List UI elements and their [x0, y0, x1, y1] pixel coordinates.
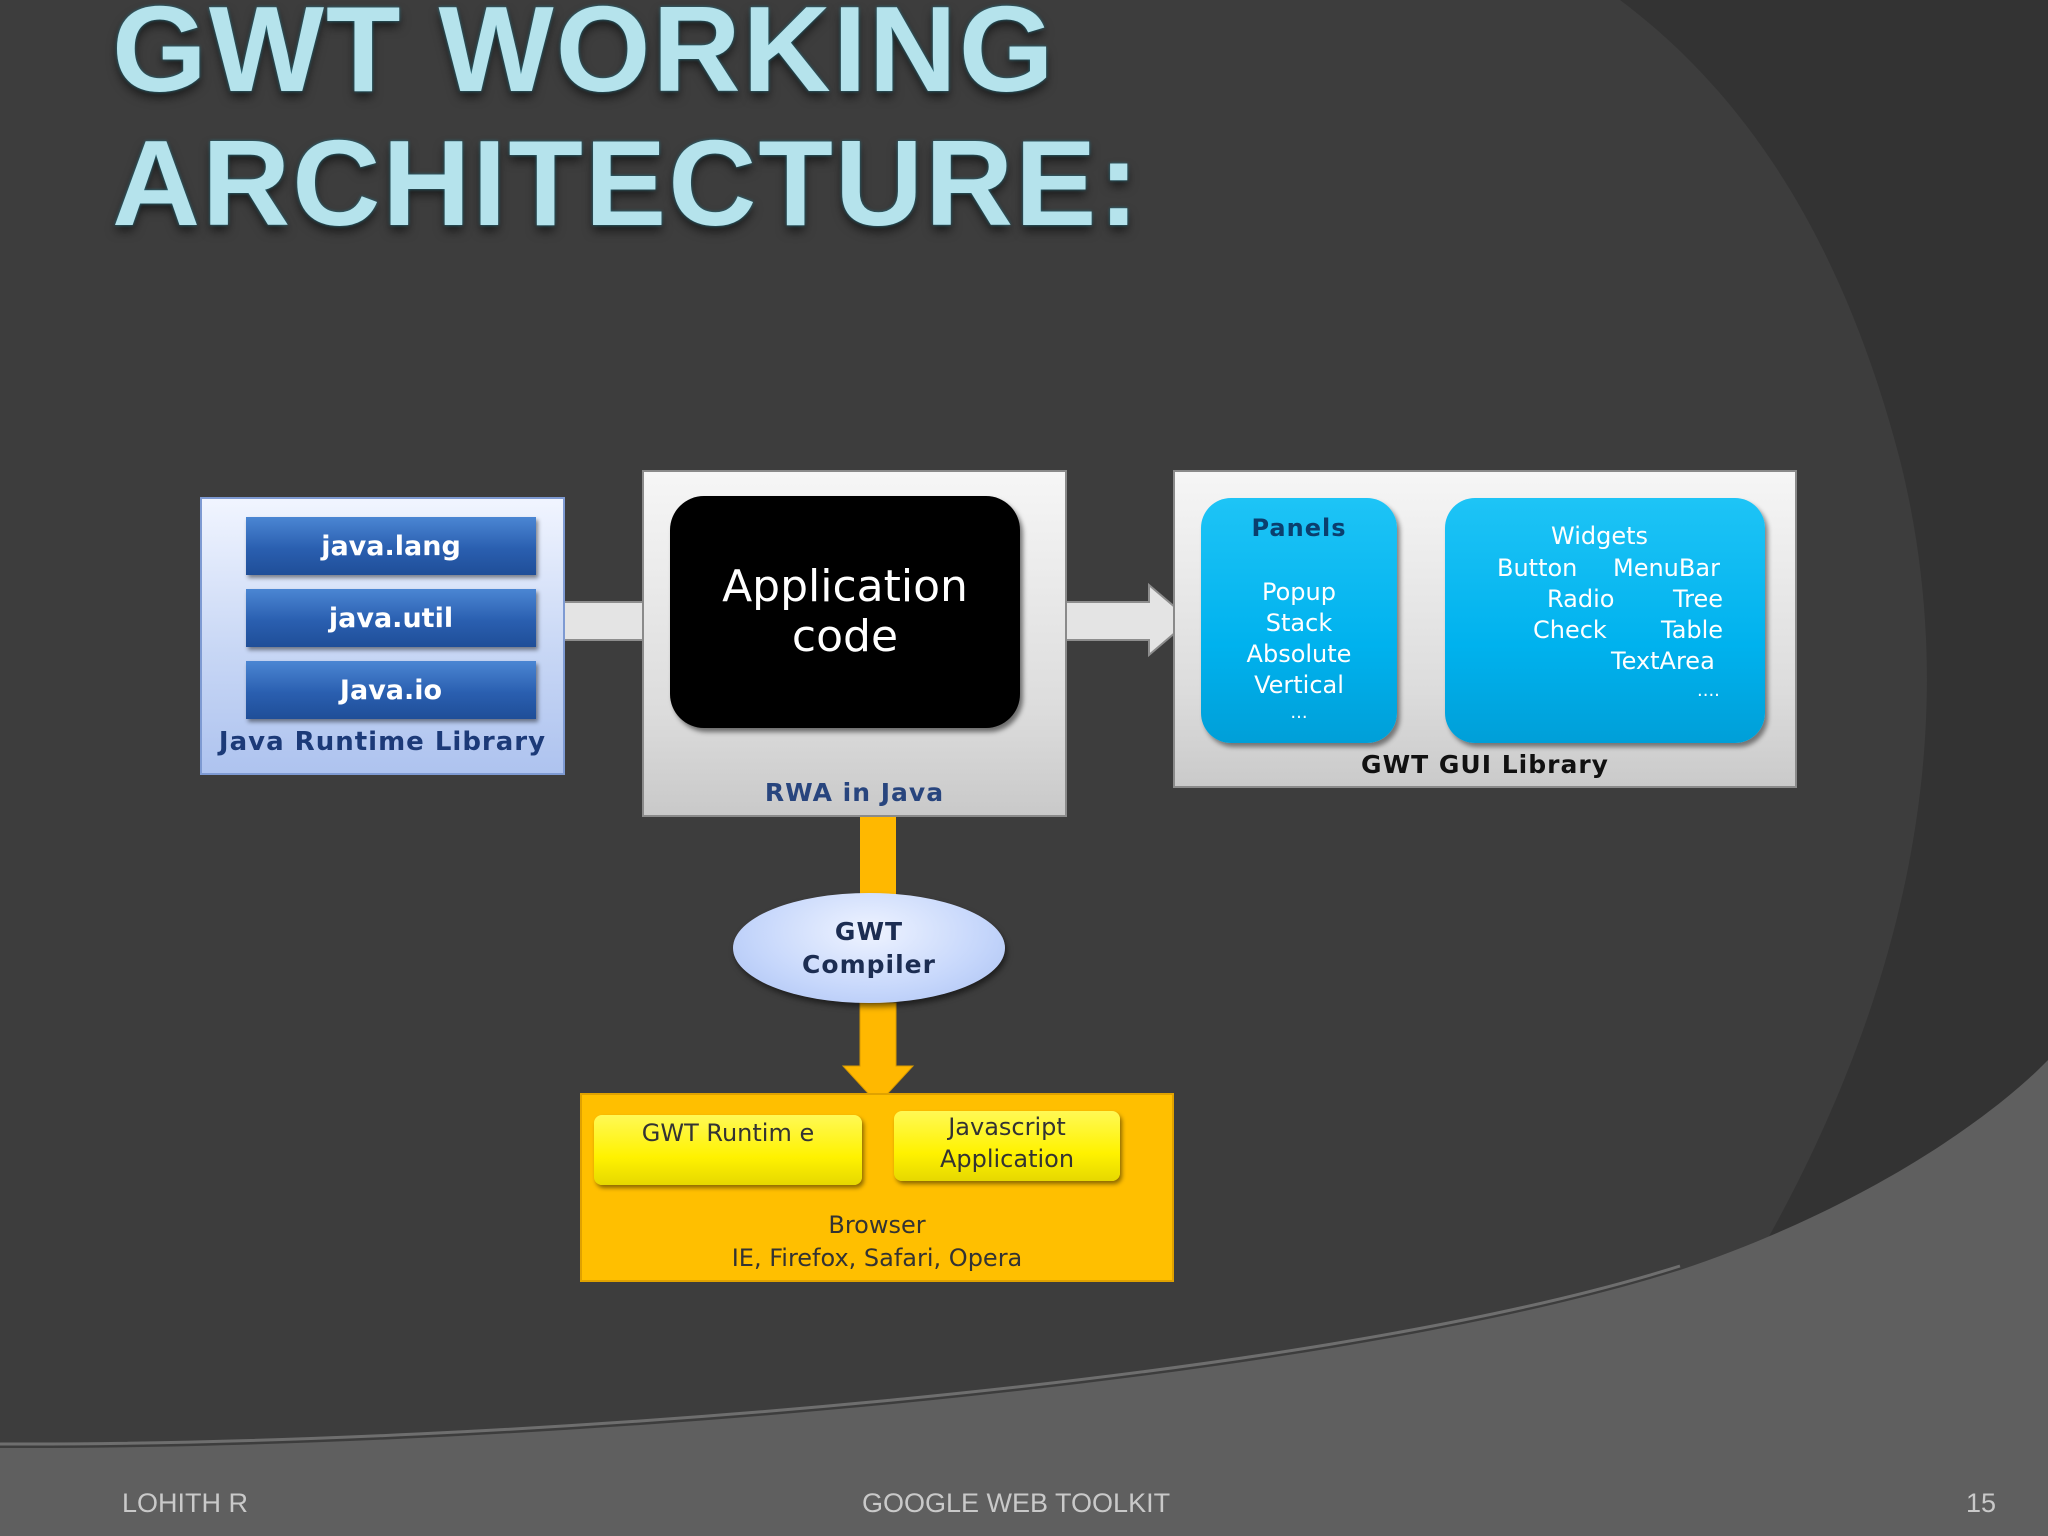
widget-item: Tree	[1673, 585, 1724, 613]
widget-item: Button	[1497, 554, 1578, 582]
package-java-util: java.util	[246, 589, 536, 647]
package-java-io: Java.io	[246, 661, 536, 719]
panel-item: Absolute	[1246, 640, 1352, 668]
slide-title: GWT WORKING ARCHITECTURE:	[112, 0, 1142, 251]
gwt-compiler: GWT Compiler	[733, 893, 1005, 1003]
panel-item: Stack	[1265, 609, 1333, 637]
java-runtime-caption: Java Runtime Library	[218, 727, 547, 757]
panel-item: Vertical	[1254, 671, 1344, 699]
page-number: 15	[1966, 1488, 1997, 1518]
panel-item: Popup	[1262, 578, 1336, 606]
widget-item: TextArea	[1611, 647, 1715, 675]
package-java-lang: java.lang	[246, 517, 536, 575]
widget-item: Check	[1533, 616, 1607, 644]
wave-highlight	[0, 1264, 1681, 1446]
application-code: Application code	[670, 496, 1020, 728]
widgets-box: Widgets Button MenuBar Radio Tree Check …	[1445, 498, 1765, 743]
panel-item: ...	[1290, 702, 1308, 723]
panels-heading: Panels	[1251, 514, 1347, 542]
widget-item: Radio	[1547, 585, 1615, 613]
browser-caption: Browser IE, Firefox, Safari, Opera	[731, 1211, 1023, 1272]
footer-title: GOOGLE WEB TOOLKIT	[862, 1488, 1171, 1518]
arrow-to-compiler	[860, 817, 896, 897]
rwa-caption: RWA in Java	[764, 778, 945, 807]
javascript-application-box: Javascript Application	[894, 1111, 1120, 1181]
rwa-in-java: Application code RWA in Java	[642, 470, 1067, 817]
gui-library-caption: GWT GUI Library	[1361, 750, 1609, 779]
footer-author: LOHITH R	[122, 1488, 249, 1518]
widgets-heading: Widgets	[1551, 522, 1649, 550]
gwt-gui-library: Panels Popup Stack Absolute Vertical ...…	[1173, 470, 1797, 788]
widget-item: ....	[1697, 680, 1720, 701]
arrow-to-browser	[841, 1002, 915, 1105]
widget-item: MenuBar	[1613, 554, 1720, 582]
java-runtime-library: java.lang java.util Java.io Java Runtime…	[200, 497, 565, 775]
widget-item: Table	[1661, 616, 1724, 644]
panels-box: Panels Popup Stack Absolute Vertical ...	[1201, 498, 1397, 743]
background-wave	[0, 1060, 2048, 1536]
arrow-to-gui-library	[1051, 582, 1192, 658]
background-arc	[1560, 0, 2048, 1536]
browser-box: GWT Runtim e Javascript Application Brow…	[580, 1093, 1174, 1282]
gwt-runtime-box: GWT Runtim e	[594, 1115, 862, 1185]
